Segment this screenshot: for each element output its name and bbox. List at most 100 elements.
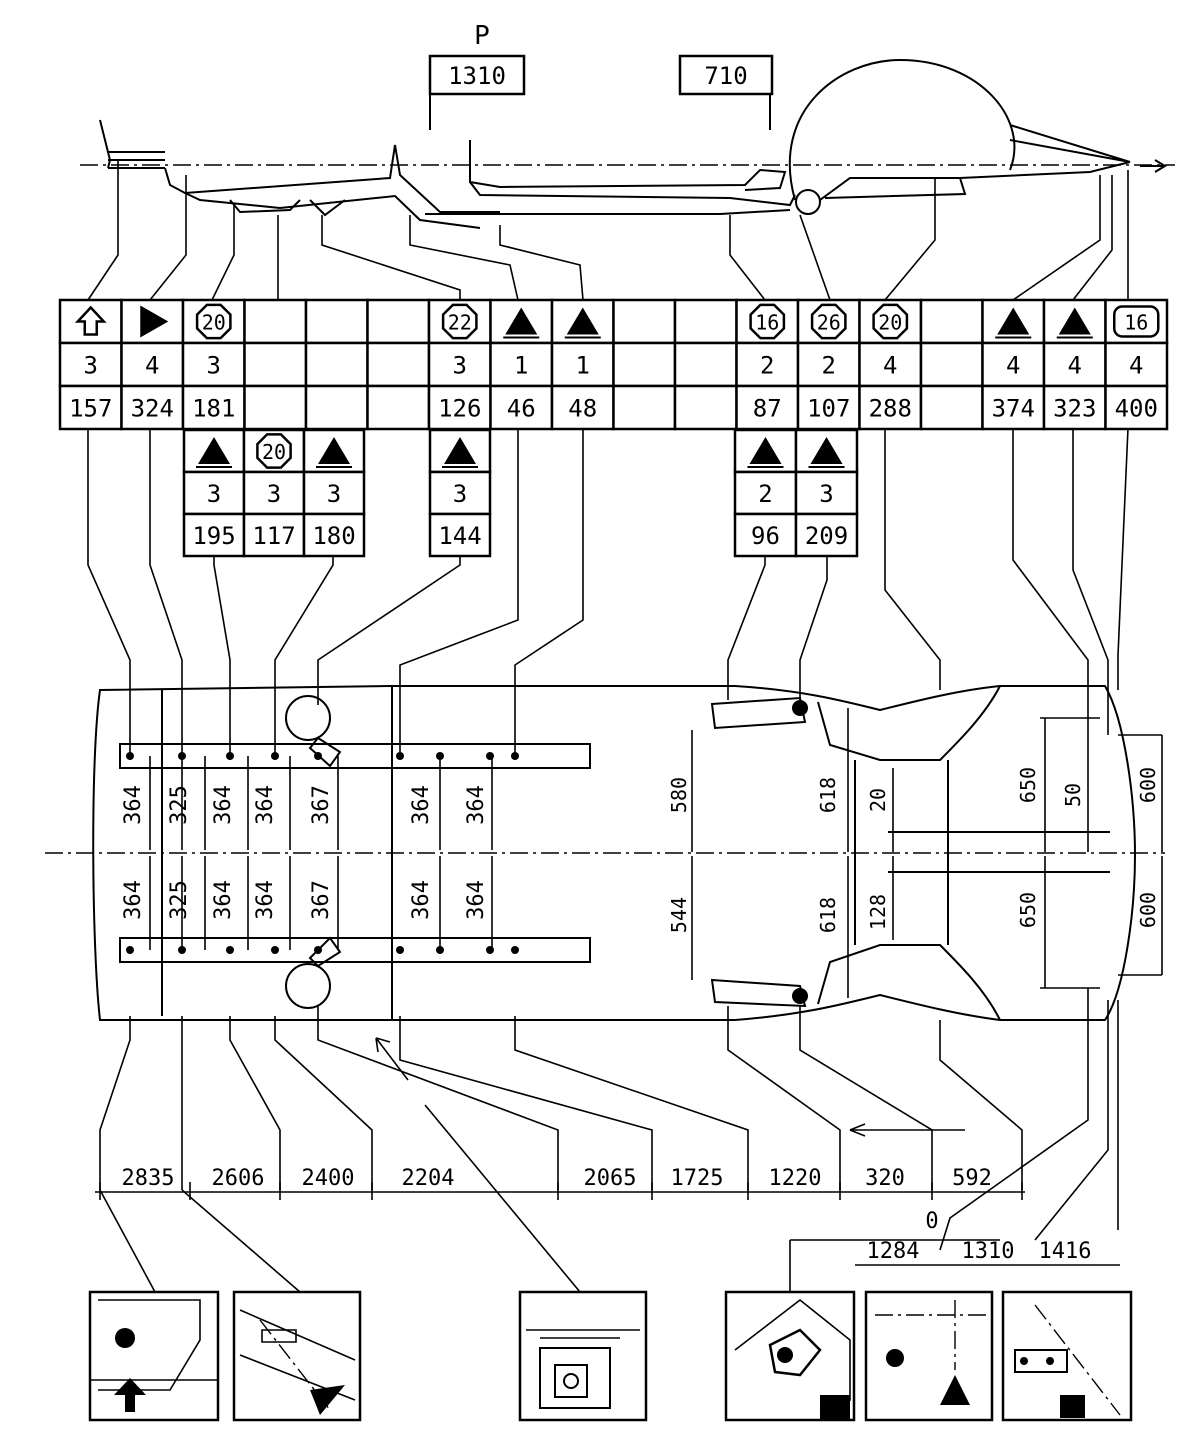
upper-col-12-icon-label: 26 [817, 311, 841, 335]
upper-col-6-hex-icon [441, 303, 478, 340]
dim-600-bottom: 600 [1136, 892, 1160, 928]
dim-upper-6: 364 [464, 785, 489, 825]
dim-50: 50 [1061, 783, 1085, 807]
long-dim-2: 2400 [302, 1166, 355, 1191]
upper-col-7-ref: 46 [507, 395, 536, 423]
lower-left-col-2-ref: 180 [312, 522, 355, 550]
ref-point-top-2 [226, 752, 234, 760]
upper-col-8-triangle-icon [566, 307, 599, 335]
rear-dim-1: 1310 [962, 1239, 1015, 1264]
dim-upper-4: 367 [309, 785, 334, 825]
upper-col-5-ref-cell [366, 384, 431, 431]
upper-col-9-count-cell [612, 341, 677, 388]
dim-lower-0: 364 [121, 880, 146, 920]
ref-point-top-0 [126, 752, 134, 760]
lower-left-col-2-count: 3 [327, 480, 341, 508]
upper-col-5-count-cell [366, 341, 431, 388]
long-dim-5: 1725 [671, 1166, 724, 1191]
detail-photo-6 [1001, 1290, 1133, 1422]
upper-col-16-triangle-icon [1058, 307, 1091, 335]
dim-1310-label: 1310 [448, 62, 506, 90]
lower-left-col-2-ref-cell [302, 512, 366, 558]
dim-upper-3: 364 [253, 785, 278, 825]
upper-col-17-icon-label: 16 [1124, 311, 1148, 335]
dim-box-710 [678, 54, 774, 96]
upper-col-13-icon-label: 20 [878, 311, 902, 335]
dim-618-top: 618 [816, 777, 840, 813]
upper-col-17-rounded-icon [1113, 305, 1160, 338]
ref-point-bottom-0 [126, 946, 134, 954]
upper-col-13-count: 4 [883, 352, 897, 380]
plan-to-bottom-leaders [99, 988, 1119, 1251]
lower-right-col-1-ref-cell [794, 512, 859, 558]
upper-col-14-ref-cell [919, 384, 984, 431]
upper-col-12-hex-icon [810, 303, 847, 340]
upper-col-0-ref: 157 [69, 395, 112, 423]
lower-left-col-2-count-cell [302, 470, 366, 516]
upper-col-1-count: 4 [145, 352, 159, 380]
dim-lower-6: 364 [464, 880, 489, 920]
upper-col-3-count-cell [243, 341, 308, 388]
upper-col-0-count: 3 [84, 352, 98, 380]
lower-mid-col-0-count: 3 [453, 480, 467, 508]
upper-col-16-ref-cell [1042, 384, 1107, 431]
upper-col-0-arrow-up-icon [74, 305, 107, 336]
lower-right-col-0-ref: 96 [751, 522, 780, 550]
upper-col-6-ref: 126 [438, 395, 481, 423]
dim-650-top: 650 [1016, 767, 1040, 803]
detail-photo-2 [232, 1290, 362, 1422]
ref-point-bottom-2 [226, 946, 234, 954]
lower-left-col-1-count: 3 [267, 480, 281, 508]
rear-dim-2: 1416 [1039, 1239, 1092, 1264]
upper-col-15-count-cell [981, 341, 1046, 388]
upper-col-17-count: 4 [1129, 352, 1143, 380]
dim-128: 128 [866, 894, 890, 930]
upper-col-4-ref-cell [304, 384, 369, 431]
label-p: P [474, 21, 490, 51]
lower-right-col-1-count: 3 [819, 480, 833, 508]
upper-col-8-ref: 48 [568, 395, 597, 423]
upper-col-16-ref: 323 [1053, 395, 1096, 423]
lower-left-col-2-triangle-icon [318, 437, 350, 464]
dim-544: 544 [667, 897, 691, 933]
lower-left-col-0-count: 3 [207, 480, 221, 508]
dim-lower-5: 364 [409, 880, 434, 920]
upper-col-2-count: 3 [207, 352, 221, 380]
detail-photo-4 [724, 1290, 856, 1422]
lower-left-col-0-count-cell [182, 470, 246, 516]
dim-650-bottom: 650 [1016, 892, 1040, 928]
photo-leaders [99, 1104, 581, 1293]
upper-col-11-icon-label: 16 [755, 311, 779, 335]
upper-col-11-count: 2 [760, 352, 774, 380]
long-dim-0: 2835 [122, 1166, 175, 1191]
upper-col-6-count: 3 [453, 352, 467, 380]
upper-col-3-icon-cell [243, 298, 308, 345]
upper-col-1-triangle-right-icon [140, 305, 169, 338]
upper-col-7-count: 1 [514, 352, 528, 380]
ref-point-top-6 [436, 752, 444, 760]
upper-col-13-ref: 288 [869, 395, 912, 423]
upper-col-11-count-cell [735, 341, 800, 388]
upper-col-14-count-cell [919, 341, 984, 388]
dim-lower-1: 325 [167, 880, 192, 920]
detail-photo-3 [518, 1290, 648, 1422]
upper-col-10-icon-cell [673, 298, 738, 345]
ref-point-bottom-8 [511, 946, 519, 954]
side-leaders [87, 160, 1129, 301]
ref-point-top-5 [396, 752, 404, 760]
long-dim-1: 2606 [212, 1166, 265, 1191]
upper-col-2-icon-cell [181, 298, 246, 345]
upper-parts-table: 3157432420318122312614614816287262107204… [58, 298, 1169, 431]
upper-col-7-triangle-icon [505, 307, 538, 335]
long-dim-7: 320 [865, 1166, 905, 1191]
upper-col-2-ref: 181 [192, 395, 235, 423]
dim-box-1310 [428, 54, 526, 96]
upper-col-5-icon-cell [366, 298, 431, 345]
lower-right-col-0-triangle-icon [749, 437, 782, 464]
table-to-plan-leaders [87, 427, 1129, 755]
long-dim-8: 592 [952, 1166, 992, 1191]
rear-dimensions: 0 1284 1310 1416 [789, 1209, 1120, 1292]
lower-left-col-0-ref: 195 [192, 522, 235, 550]
